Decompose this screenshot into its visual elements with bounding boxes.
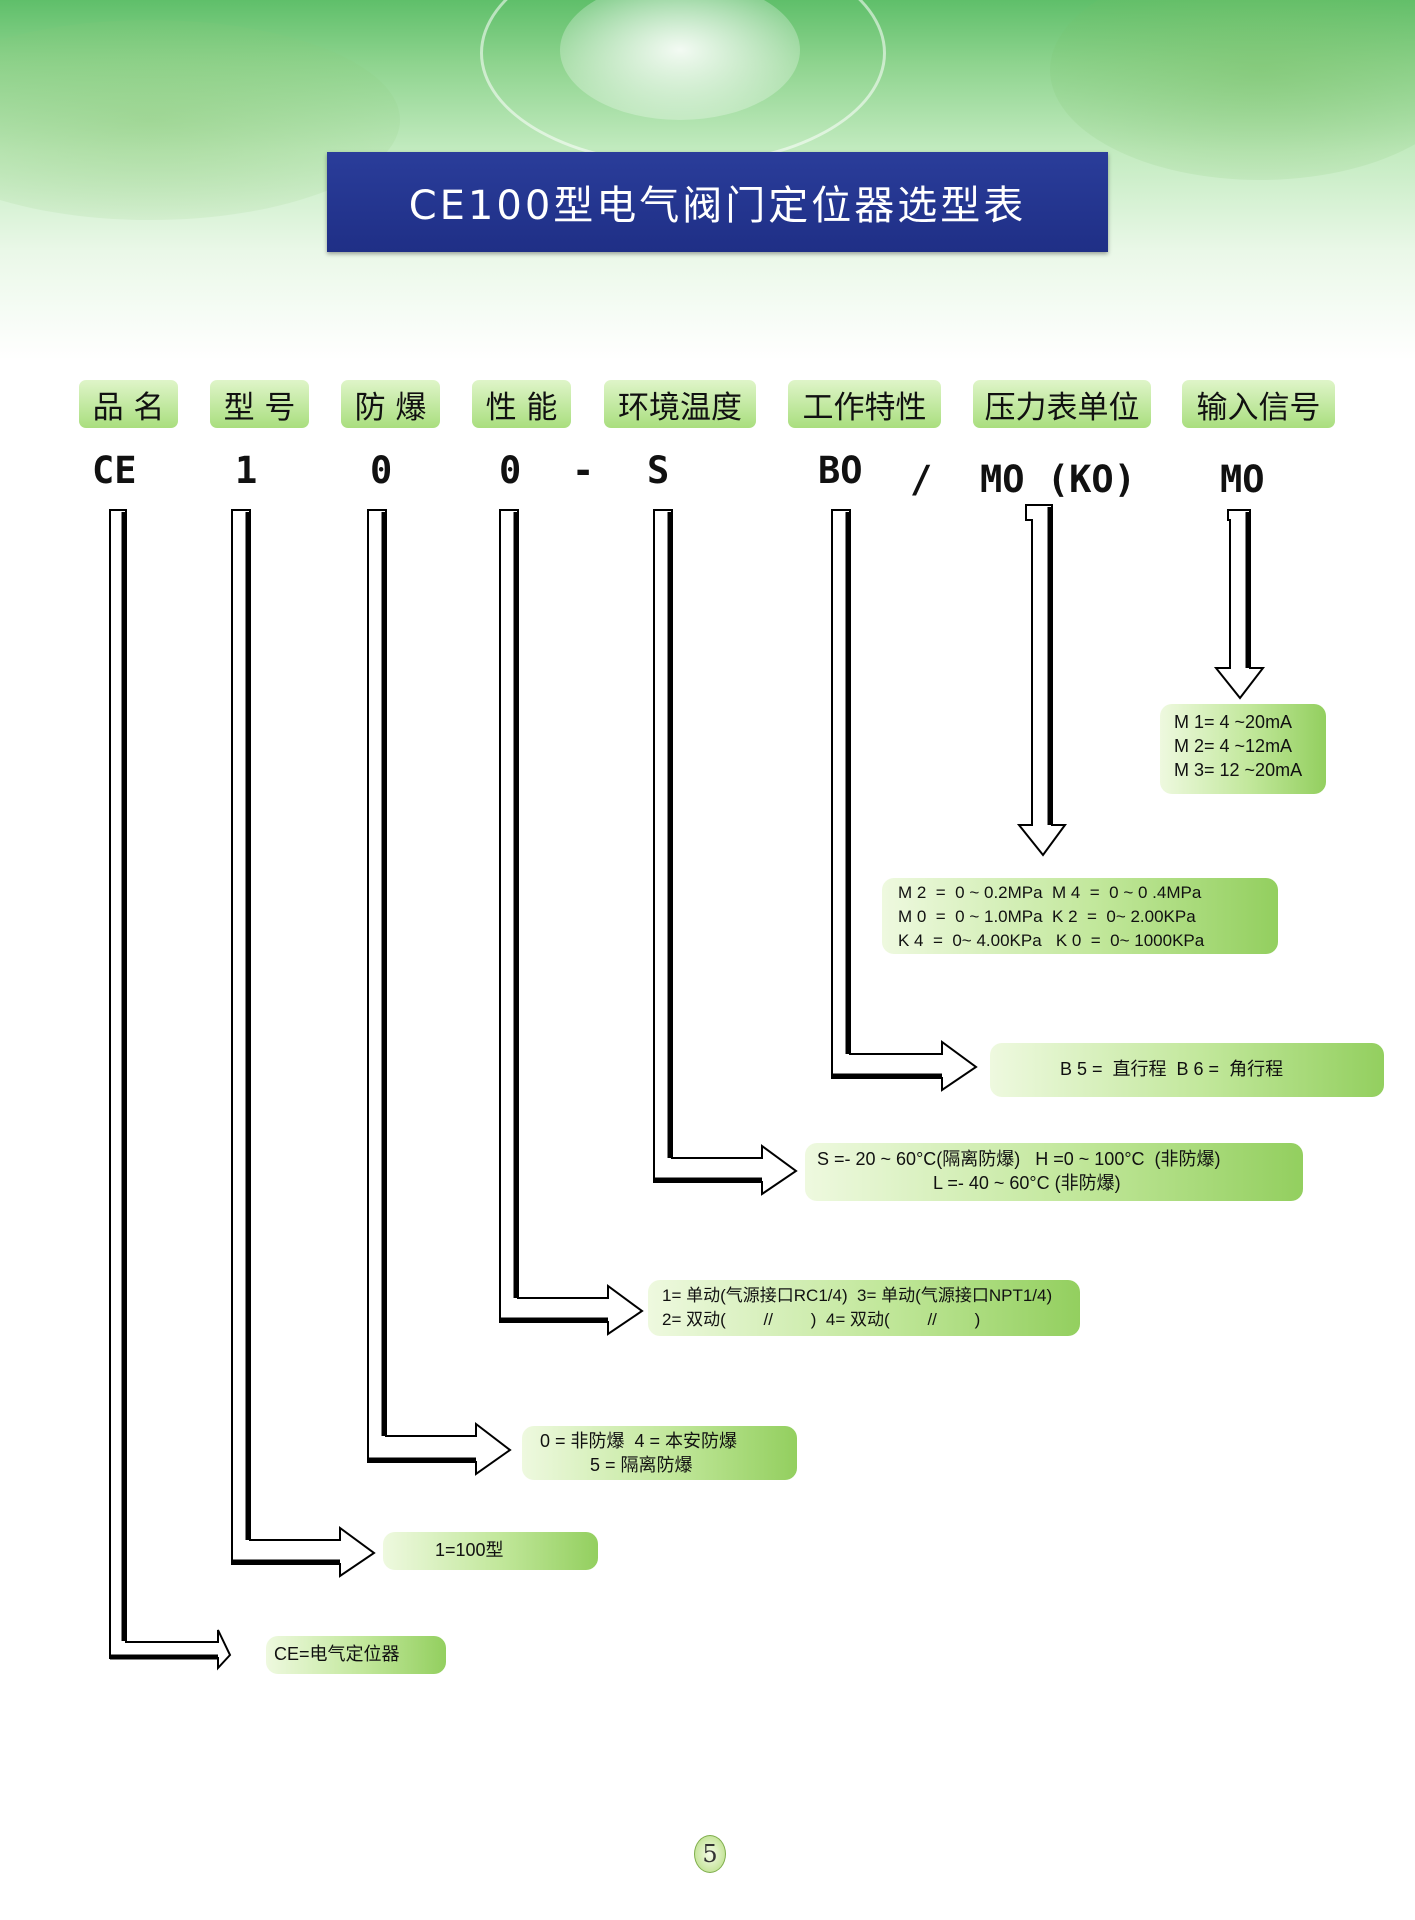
option-box-explosion-proof: 0 = 非防爆 4 = 本安防爆 5 = 隔离防爆 — [522, 1426, 797, 1480]
option-performance-line: 2= 双动( // ) 4= 双动( // ) — [662, 1310, 981, 1329]
option-explosion-line: 0 = 非防爆 4 = 本安防爆 — [540, 1431, 738, 1451]
code-temp: S — [647, 449, 670, 492]
arrow-explosion — [367, 509, 512, 1476]
option-input-line: M 1= 4 ~20mA — [1174, 712, 1293, 732]
option-box-performance: 1= 单动(气源接口RC1/4) 3= 单动(气源接口NPT1/4) 2= 双动… — [648, 1280, 1080, 1336]
option-temp-line: S =- 20 ~ 60°C(隔离防爆) H =0 ~ 100°C (非防爆) — [817, 1149, 1221, 1169]
header-banner — [0, 0, 1415, 360]
code-explosion: 0 — [370, 449, 393, 492]
option-box-characteristic: B 5 = 直行程 B 6 = 角行程 — [990, 1043, 1384, 1097]
arrow-input — [1213, 509, 1266, 700]
option-box-model: 1=100型 — [383, 1532, 598, 1570]
header-product-name: 品 名 — [79, 380, 178, 428]
option-box-input-signal: M 1= 4 ~20mA M 2= 4 ~12mA M 3= 12 ~20mA — [1160, 704, 1326, 794]
arrow-performance — [499, 509, 644, 1336]
option-ce-line: CE=电气定位器 — [274, 1644, 400, 1664]
title-box: CE100型电气阀门定位器选型表 — [327, 152, 1108, 252]
page-number: 5 — [694, 1835, 726, 1873]
option-performance-line: 1= 单动(气源接口RC1/4) 3= 单动(气源接口NPT1/4) — [662, 1286, 1053, 1305]
code-characteristic: BO — [818, 449, 863, 492]
option-gauge-line: K 4 = 0~ 4.00KPa K 0 = 0~ 1000KPa — [898, 931, 1205, 950]
code-ce: CE — [92, 449, 137, 492]
option-input-line: M 3= 12 ~20mA — [1174, 760, 1303, 780]
arrow-characteristic — [831, 509, 978, 1092]
option-model-line: 1=100型 — [435, 1540, 504, 1560]
header-performance: 性 能 — [472, 380, 571, 428]
code-gauge: MO (KO) — [980, 458, 1136, 501]
header-input-signal: 输入信号 — [1182, 380, 1335, 428]
code-model: 1 — [235, 449, 258, 492]
option-explosion-line: 5 = 隔离防爆 — [590, 1455, 693, 1475]
option-gauge-line: M 0 = 0 ~ 1.0MPa K 2 = 0~ 2.00KPa — [898, 907, 1196, 926]
header-explosion-proof: 防 爆 — [341, 380, 440, 428]
arrow-model — [231, 509, 376, 1578]
option-box-temperature: S =- 20 ~ 60°C(隔离防爆) H =0 ~ 100°C (非防爆) … — [805, 1143, 1303, 1201]
arrow-ce — [109, 509, 232, 1671]
option-temp-line: L =- 40 ~ 60°C (非防爆) — [933, 1173, 1121, 1193]
option-box-ce: CE=电气定位器 — [266, 1636, 446, 1674]
header-gauge-unit: 压力表单位 — [973, 380, 1151, 428]
option-gauge-line: M 2 = 0 ~ 0.2MPa M 4 = 0 ~ 0 .4MPa — [898, 883, 1202, 902]
banner-glow — [560, 0, 800, 120]
arrow-temp — [653, 509, 798, 1196]
code-dash: - — [572, 449, 595, 492]
header-working-characteristic: 工作特性 — [788, 380, 941, 428]
code-slash: / — [910, 458, 933, 501]
header-ambient-temperature: 环境温度 — [604, 380, 756, 428]
code-input: MO — [1220, 458, 1265, 501]
header-model: 型 号 — [210, 380, 309, 428]
arrow-gauge — [1016, 504, 1067, 857]
option-characteristic-line: B 5 = 直行程 B 6 = 角行程 — [1060, 1059, 1284, 1079]
option-box-gauge-unit: M 2 = 0 ~ 0.2MPa M 4 = 0 ~ 0 .4MPa M 0 =… — [882, 878, 1278, 954]
page-title: CE100型电气阀门定位器选型表 — [408, 183, 1027, 229]
option-input-line: M 2= 4 ~12mA — [1174, 736, 1293, 756]
code-performance: 0 — [499, 449, 522, 492]
